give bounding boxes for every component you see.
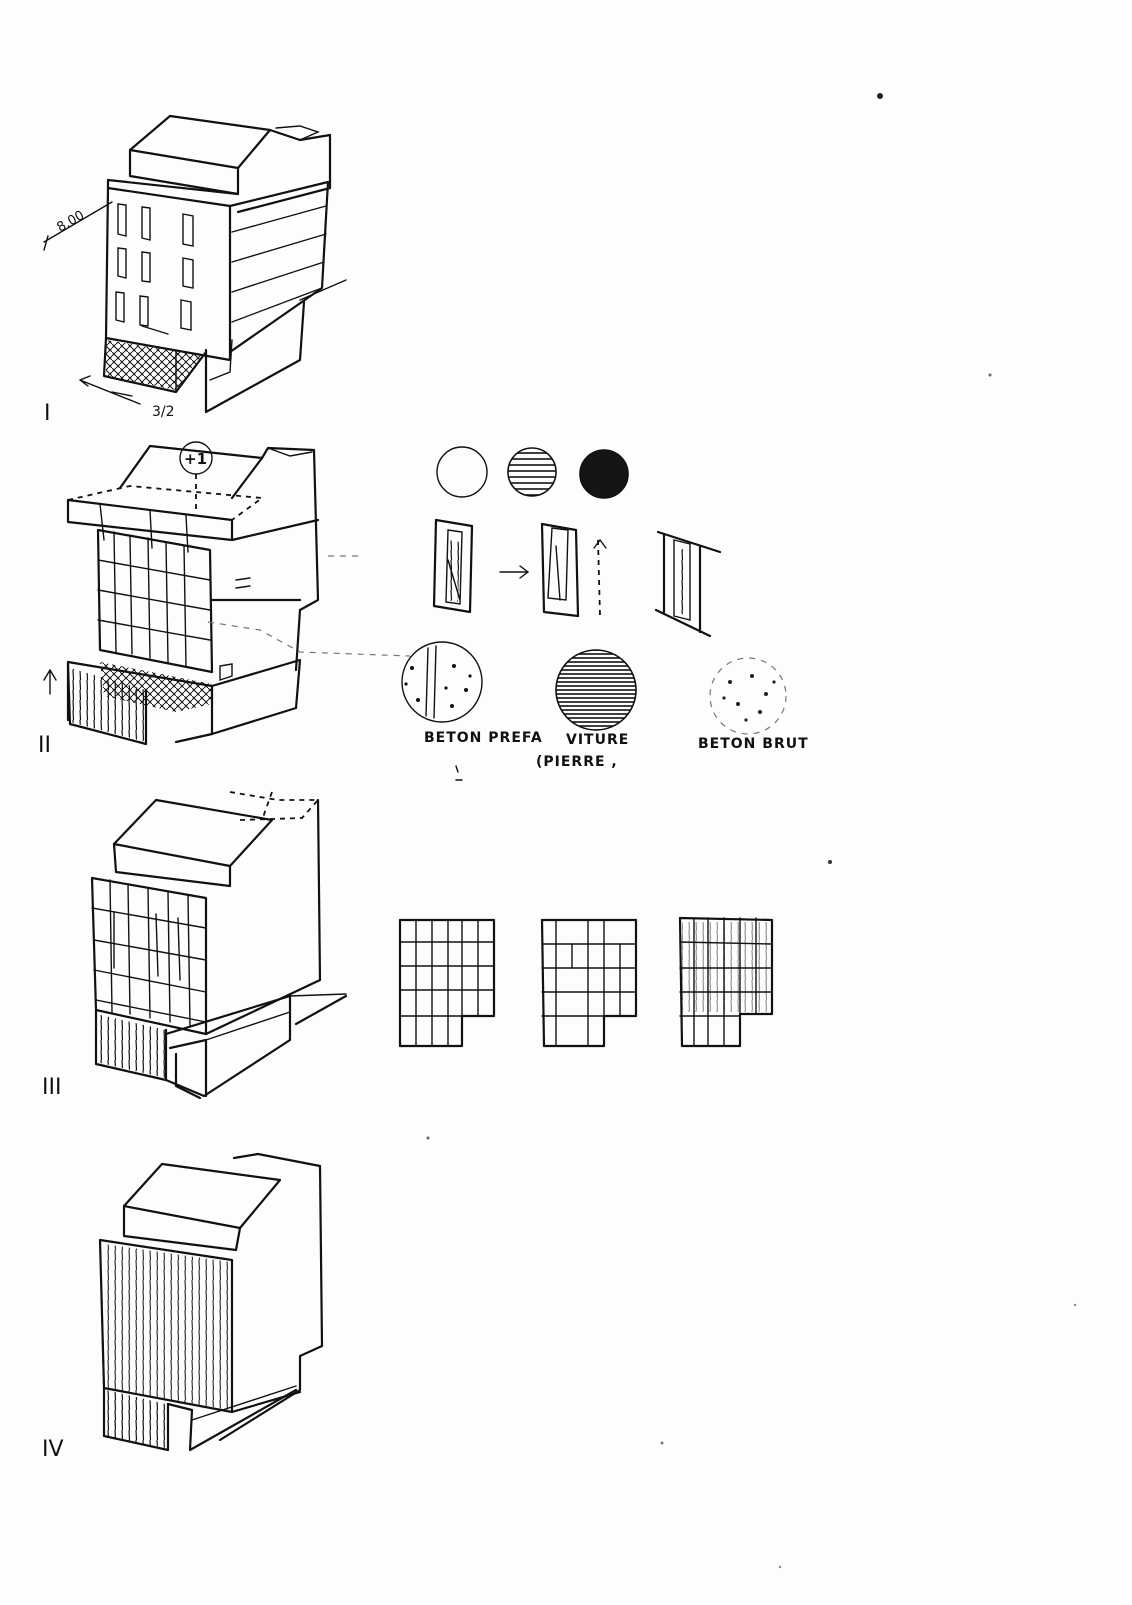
material-note: (PIERRE , <box>536 754 618 770</box>
arrow-note: 3/2 <box>152 404 175 420</box>
step-numeral-i: I <box>44 401 51 426</box>
building-sketch-iv: IV <box>42 1152 324 1462</box>
material-swatches <box>436 446 629 499</box>
window-study <box>432 518 722 638</box>
building-sketch-iii: III <box>42 791 348 1100</box>
building-sketch-i: 8.00 3/2 I <box>43 114 347 426</box>
step-numeral-iii: III <box>42 1075 61 1100</box>
texture-swatches: BETON PREFA VITURE BETON BRUT (PIERRE , <box>401 641 809 781</box>
step-numeral-ii: II <box>38 733 51 758</box>
material-label-beton-brut: BETON BRUT <box>698 736 809 752</box>
material-label-beton-prefa: BETON PREFA <box>424 730 543 746</box>
building-sketch-ii: +1 II <box>38 441 411 758</box>
roof-tag: +1 <box>184 450 207 468</box>
step-numeral-iv: IV <box>42 1437 64 1462</box>
facade-grid-studies <box>398 916 774 1048</box>
paper-specks <box>426 93 1077 1569</box>
dimension-label: 8.00 <box>55 208 88 235</box>
material-label-viture: VITURE <box>566 732 629 748</box>
